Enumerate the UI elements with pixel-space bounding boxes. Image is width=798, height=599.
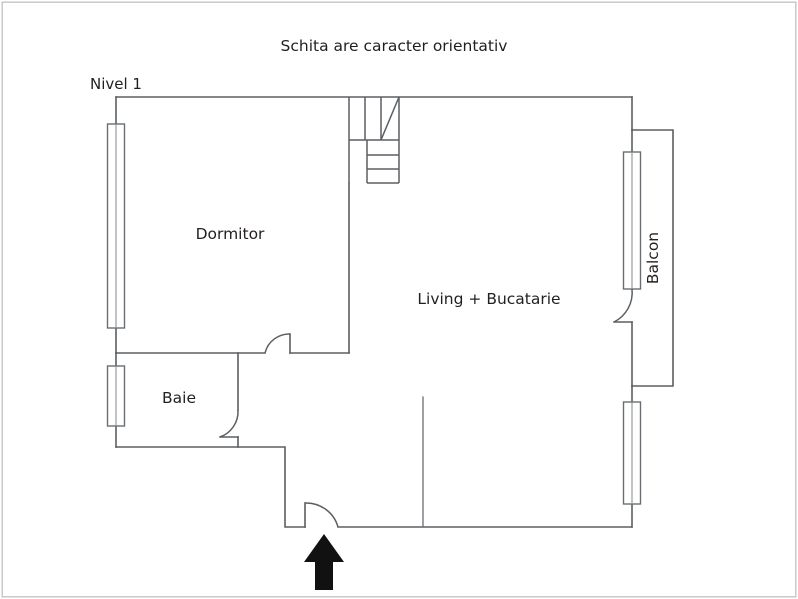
door-arc-balcony <box>613 288 633 323</box>
balcony-outline <box>631 129 674 387</box>
wall-exterior-bottom-left-step <box>115 446 306 528</box>
window-baie-west <box>106 365 126 427</box>
door-arc-entrance <box>304 502 339 528</box>
room-label-balcon: Balcon <box>644 232 662 284</box>
room-label-baie: Baie <box>162 389 196 407</box>
plan-title: Schita are caracter orientativ <box>281 37 508 55</box>
entrance-arrow-up-icon <box>304 534 344 590</box>
window-living-east-lower <box>622 401 642 505</box>
door-arc-dormitor <box>264 333 291 354</box>
room-label-living: Living + Bucatarie <box>417 290 560 308</box>
window-dormitor-west <box>106 123 126 329</box>
level-label: Nivel 1 <box>90 75 142 93</box>
window-living-balcony <box>622 151 642 290</box>
room-label-dormitor: Dormitor <box>196 225 265 243</box>
stair-direction-diagonal <box>380 96 400 141</box>
door-arc-baie <box>219 409 239 438</box>
